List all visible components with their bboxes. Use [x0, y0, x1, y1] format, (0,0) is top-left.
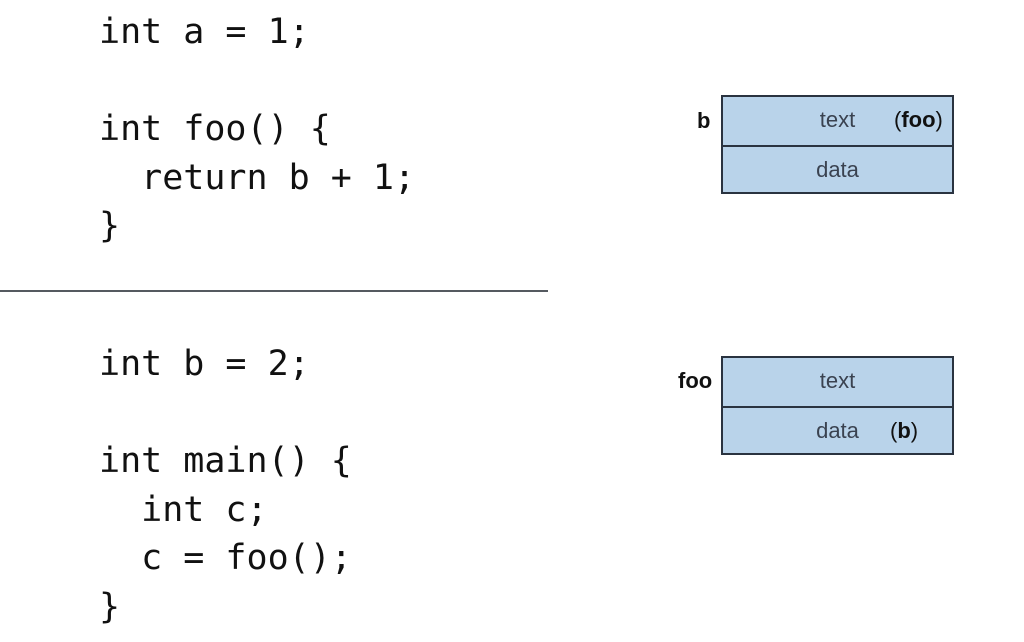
table-1-side-label: b: [697, 108, 711, 133]
data-segment-row: data (b): [723, 405, 952, 454]
code-line: }: [99, 586, 121, 627]
segment-table-module-1: text (foo) data: [721, 95, 954, 194]
code-line: int main() {: [99, 441, 352, 481]
segment-table-module-2: text data (b): [721, 356, 954, 455]
text-segment-row: text (foo): [723, 97, 952, 145]
code-line: int c;: [99, 489, 268, 530]
code-line: }: [99, 206, 121, 246]
data-segment-symbol: (b): [890, 417, 919, 443]
code-line: c = foo();: [99, 538, 352, 578]
table-2-side-label: foo: [678, 368, 713, 393]
code-line: int b = 2;: [99, 344, 310, 384]
code-block-module-1: int a = 1; int foo() { return b + 1; }: [99, 8, 415, 251]
text-segment-symbol: (foo): [894, 107, 943, 132]
text-segment-label: text: [819, 107, 856, 132]
code-line: [99, 57, 415, 106]
code-line: [99, 389, 352, 438]
symbol-name: foo: [901, 107, 936, 132]
code-line: int a = 1;: [99, 12, 310, 52]
data-segment-label: data: [816, 156, 859, 182]
code-block-module-2: int b = 2; int main() { int c; c = foo()…: [99, 340, 352, 631]
text-segment-row: text: [723, 358, 952, 406]
symbol-name: b: [897, 417, 911, 443]
text-segment-label: text: [819, 368, 856, 393]
code-line: int foo() {: [99, 109, 331, 149]
module-divider: [0, 290, 548, 292]
data-segment-label: data: [816, 417, 859, 443]
data-segment-row: data: [723, 144, 952, 193]
code-line: return b + 1;: [99, 157, 416, 198]
